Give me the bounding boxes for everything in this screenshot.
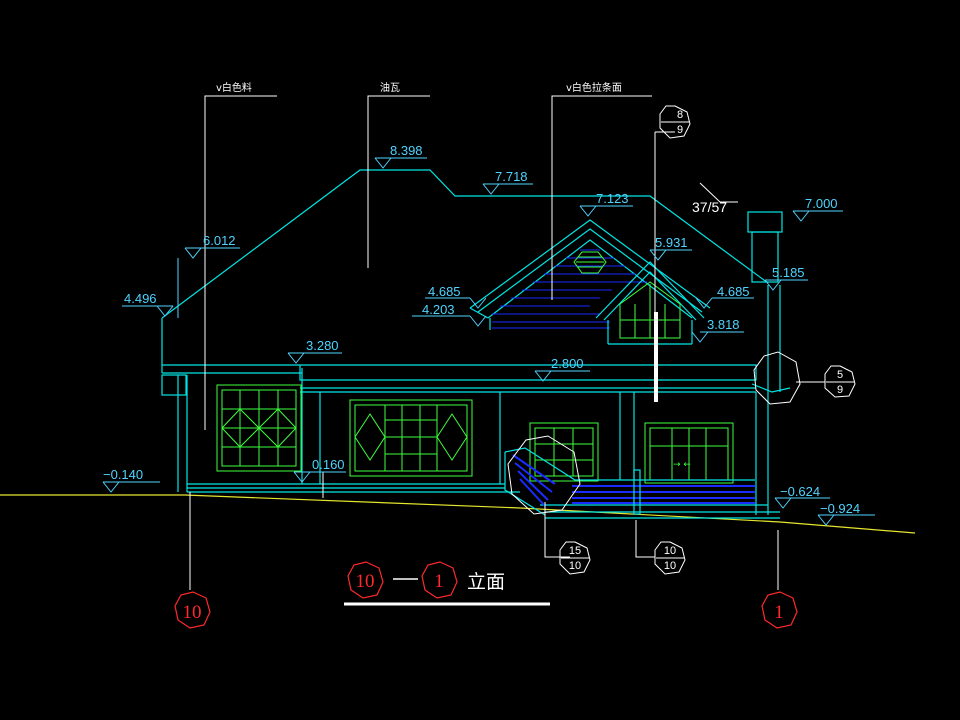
detail-ref-4-top: 10 bbox=[664, 545, 676, 557]
elev-ridge: 8.398 bbox=[390, 143, 423, 158]
gable-hatch bbox=[492, 249, 647, 329]
elev-dormer-sill: 3.818 bbox=[707, 317, 740, 332]
detail-ref-4: 10 10 bbox=[654, 541, 686, 575]
elev-ground-left: −0.140 bbox=[103, 467, 143, 482]
window-porch: → ← bbox=[644, 422, 734, 484]
detail-ref-2: 5 9 bbox=[753, 351, 856, 405]
detail-ref-2-top: 5 bbox=[837, 369, 843, 381]
elev-gable-eave-lower: 4.203 bbox=[422, 302, 455, 317]
annotation-roof-tile: 油瓦 bbox=[380, 81, 400, 94]
detail-ref-1-top: 8 bbox=[677, 109, 683, 121]
detail-ref-2-bottom: 9 bbox=[837, 384, 843, 396]
elev-porch-roof: 2.800 bbox=[551, 356, 584, 371]
drawing-title: 10 1 立面 bbox=[344, 561, 550, 606]
elev-ground-right: −0.624 bbox=[780, 484, 820, 499]
window-left bbox=[216, 384, 302, 472]
elev-lower-eave: 3.280 bbox=[306, 338, 339, 353]
title-axis-to: 1 bbox=[434, 571, 444, 592]
downpipe bbox=[654, 312, 658, 402]
ground-line bbox=[0, 494, 916, 534]
axis-bubble-right: 1 bbox=[761, 591, 798, 629]
central-gable bbox=[469, 219, 711, 330]
axis-label-right: 1 bbox=[774, 602, 784, 623]
roof-slope-label: 37/57 bbox=[692, 199, 727, 215]
detail-ref-1: 8 9 bbox=[659, 105, 691, 139]
detail-ref-4-bottom: 10 bbox=[664, 560, 676, 572]
axis-label-left: 10 bbox=[183, 602, 202, 623]
svg-text:→ ←: → ← bbox=[673, 460, 691, 470]
elev-floor: 0.160 bbox=[312, 457, 345, 472]
elev-gable-eave-upper: 4.685 bbox=[428, 284, 461, 299]
axis-bubble-left: 10 bbox=[174, 591, 211, 629]
gable-vent bbox=[573, 251, 607, 274]
title-axis-from: 10 bbox=[356, 571, 375, 592]
detail-ref-3: 15 10 bbox=[507, 435, 591, 575]
elev-dormer-peak: 5.931 bbox=[655, 235, 688, 250]
detail-ref-3-bottom: 10 bbox=[569, 560, 581, 572]
dormer-window bbox=[619, 281, 681, 339]
stair-outline bbox=[504, 447, 755, 516]
stair-railing bbox=[512, 454, 755, 507]
dormer bbox=[595, 261, 705, 345]
annotation-paint-left: v白色料 bbox=[216, 81, 252, 94]
elev-dormer-eave-right: 4.685 bbox=[717, 284, 750, 299]
elev-ground-far: −0.924 bbox=[820, 501, 860, 516]
elev-chimney-mid: 5.185 bbox=[772, 265, 805, 280]
elev-gable-peak: 7.123 bbox=[596, 191, 629, 206]
window-center bbox=[349, 399, 473, 477]
leader-lines bbox=[189, 95, 779, 590]
detail-ref-3-top: 15 bbox=[569, 545, 581, 557]
title-suffix: 立面 bbox=[467, 571, 505, 593]
annotation-paint-right: v白色拉条面 bbox=[566, 81, 622, 94]
elev-roof-step: 7.718 bbox=[495, 169, 528, 184]
elev-left-eave: 4.496 bbox=[124, 291, 157, 306]
elev-chimney-top: 7.000 bbox=[805, 196, 838, 211]
detail-ref-1-bottom: 9 bbox=[677, 124, 683, 136]
elev-left-roof-upper: 6.012 bbox=[203, 233, 236, 248]
elevation-marks bbox=[102, 157, 875, 526]
building-outline bbox=[161, 169, 791, 519]
